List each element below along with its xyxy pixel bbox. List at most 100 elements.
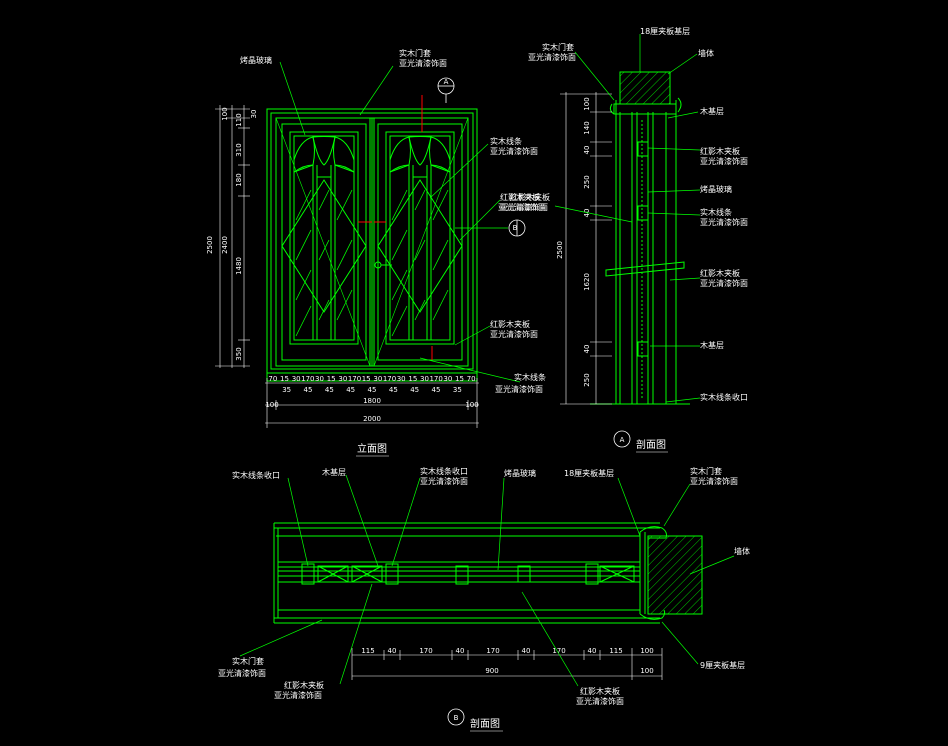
dim-a-100: 100 <box>583 97 591 110</box>
title-section-a: 剖面图 <box>636 438 666 451</box>
label-a-panel-c2: 亚光清漆饰面 <box>700 278 748 288</box>
bottom-dim-0: 70 <box>268 375 277 383</box>
label-b-wall: 墙体 <box>734 546 750 556</box>
bottom-dim-14: 170 <box>429 375 442 383</box>
label-a-panel-2: 亚光清漆饰面 <box>700 156 748 166</box>
dim-2400: 2400 <box>221 236 229 254</box>
dim-total-left: 100 <box>265 401 278 409</box>
bottom-dim-4: 30 <box>315 375 324 383</box>
dim-a-40c: 40 <box>583 345 591 354</box>
bottom-sub-dim-2: 45 <box>325 386 334 394</box>
bottom-sub-dim-6: 45 <box>410 386 419 394</box>
dim-110: 110 <box>235 113 243 126</box>
label-b-edge-2a: 实木线条收口 <box>420 466 468 476</box>
section-b-view <box>273 522 703 624</box>
label-b-frame-2: 亚光清漆饰面 <box>690 476 738 486</box>
section-cut-lines <box>358 95 433 360</box>
label-b-panel-b1: 红影木夹板 <box>580 686 620 696</box>
label-panel-1: 红影木夹板 <box>500 192 540 202</box>
bottom-dim-8: 15 <box>362 375 371 383</box>
dim-b-40: 40 <box>388 647 397 655</box>
section-a-view <box>590 71 690 405</box>
dim-b-900: 900 <box>485 667 498 675</box>
label-a-panel-c1: 红影木夹板 <box>700 268 740 278</box>
label-b-edge-2b: 亚光清漆饰面 <box>420 476 468 486</box>
section-a-dims <box>560 92 612 405</box>
bottom-sub-dim-5: 45 <box>389 386 398 394</box>
dim-2000: 2000 <box>363 415 381 423</box>
label-a-line-2: 亚光清漆饰面 <box>700 217 748 227</box>
dim-a-140: 140 <box>583 121 591 134</box>
label-a-wood-base-2: 木基层 <box>700 340 724 350</box>
label-b-board: 18厘夹板基层 <box>564 468 614 478</box>
bottom-sub-dim-0: 35 <box>282 386 291 394</box>
elevation-view <box>266 108 478 382</box>
label-b-glass: 烤晶玻璃 <box>504 468 536 478</box>
bottom-dim-2: 30 <box>292 375 301 383</box>
bottom-dim-10: 170 <box>383 375 396 383</box>
label-line-b2: 亚光清漆饰面 <box>495 384 543 394</box>
marker-b-label: B <box>513 224 518 232</box>
label-panel-b2: 亚光清漆饰面 <box>490 329 538 339</box>
dim-30: 30 <box>250 110 258 119</box>
label-b-panel-b2: 亚光清漆饰面 <box>576 696 624 706</box>
dim-b-100b: 100 <box>640 667 653 675</box>
label-a-wall: 墙体 <box>698 48 714 58</box>
dim-b-170b: 170 <box>486 647 499 655</box>
label-b-board-9: 9厘夹板基层 <box>700 660 745 670</box>
dim-b-40d: 40 <box>588 647 597 655</box>
bottom-sub-dim-4: 45 <box>368 386 377 394</box>
label-a-edge: 实木线条收口 <box>700 392 748 402</box>
section-b-marker <box>447 708 465 726</box>
title-section-b: 剖面图 <box>470 717 500 730</box>
label-b-wood-base: 木基层 <box>322 467 346 477</box>
right-door-leaf <box>377 123 463 361</box>
section-b-wall <box>647 535 703 615</box>
left-door-leaf <box>281 123 367 361</box>
section-b-nodes <box>301 563 635 585</box>
bottom-dim-12: 15 <box>408 375 417 383</box>
bottom-dim-5: 15 <box>327 375 336 383</box>
label-panel-2: 亚光清漆饰面 <box>500 202 548 212</box>
label-panel-b1: 红影木夹板 <box>490 319 530 329</box>
label-glass: 烤晶玻璃 <box>240 55 272 65</box>
section-a-wall <box>619 71 671 105</box>
label-a-frame-2: 亚光清漆饰面 <box>528 52 576 62</box>
elevation-bottom-dims <box>265 378 479 428</box>
label-a-line-1: 实木线条 <box>700 207 732 217</box>
bottom-sub-dim-7: 45 <box>432 386 441 394</box>
dim-b-115: 115 <box>361 647 374 655</box>
dim-total-right: 100 <box>465 401 478 409</box>
section-b-marker-label: B <box>454 714 459 722</box>
dim-310: 310 <box>235 143 243 156</box>
section-a-marker <box>613 430 631 448</box>
label-a-wood-base: 木基层 <box>700 106 724 116</box>
dim-a-40: 40 <box>583 146 591 155</box>
bottom-dim-7: 170 <box>348 375 361 383</box>
label-b-panel-2: 亚光清漆饰面 <box>274 690 322 700</box>
marker-a-label: A <box>444 78 449 86</box>
label-a-panel-b1: 红影木夹板 <box>510 192 550 202</box>
bottom-dim-9: 30 <box>373 375 382 383</box>
dim-b-40c: 40 <box>522 647 531 655</box>
label-b-frame-b2: 亚光清漆饰面 <box>218 668 266 678</box>
label-line-b1: 实木线条 <box>514 372 546 382</box>
dim-b-170c: 170 <box>552 647 565 655</box>
bottom-dim-1: 15 <box>280 375 289 383</box>
bottom-dim-3: 170 <box>301 375 314 383</box>
dim-a-2500: 2500 <box>556 241 564 259</box>
label-b-frame-1: 实木门套 <box>690 466 722 476</box>
dim-b-40b: 40 <box>456 647 465 655</box>
dim-1480: 1480 <box>235 257 243 275</box>
label-a-frame-1: 实木门套 <box>542 42 574 52</box>
label-b-frame-b1: 实木门套 <box>232 656 264 666</box>
bottom-dim-6: 30 <box>338 375 347 383</box>
dim-350: 350 <box>235 347 243 360</box>
bottom-dim-15: 30 <box>443 375 452 383</box>
dim-b-100: 100 <box>640 647 653 655</box>
dim-b-170: 170 <box>419 647 432 655</box>
label-a-top-board: 18厘夹板基层 <box>640 26 690 36</box>
section-b-leaders <box>239 474 735 687</box>
bottom-dim-17: 70 <box>467 375 476 383</box>
title-elevation: 立面图 <box>357 442 387 455</box>
